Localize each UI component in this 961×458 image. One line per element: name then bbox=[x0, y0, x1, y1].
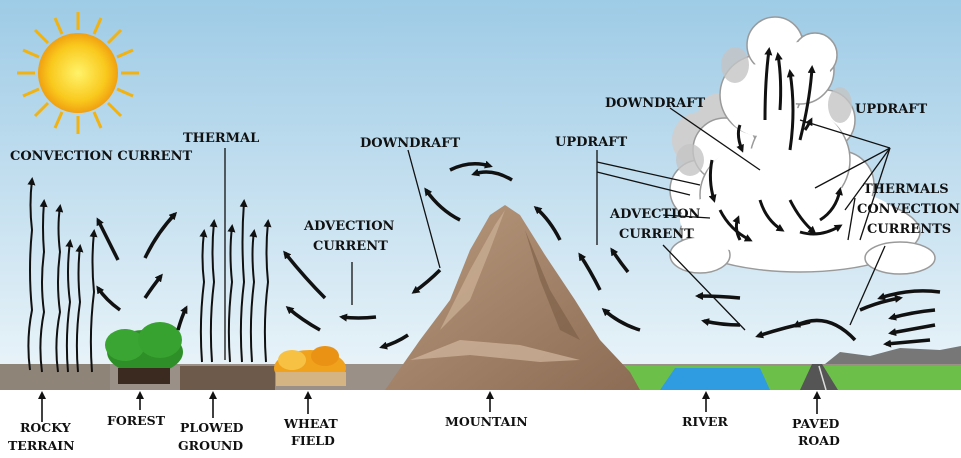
label-paved: PAVED bbox=[792, 416, 840, 431]
label-ground: GROUND bbox=[178, 438, 243, 453]
label-wheat: WHEAT bbox=[283, 416, 338, 431]
label-thermal: THERMAL bbox=[183, 131, 259, 146]
cloud-updraft-arrows bbox=[708, 47, 843, 242]
circulation-arrows bbox=[96, 160, 941, 350]
label-terrain: TERRAIN bbox=[8, 438, 75, 453]
label-field: FIELD bbox=[291, 433, 335, 448]
road-lane-line bbox=[818, 365, 827, 391]
label-advection-left: ADVECTION bbox=[303, 219, 395, 234]
mountain bbox=[385, 205, 640, 390]
label-updraft-cloud: UPDRAFT bbox=[855, 102, 928, 117]
plowed-ground bbox=[180, 366, 275, 390]
label-rocky: ROCKY bbox=[20, 420, 72, 435]
label-downdraft-cloud: DOWNDRAFT bbox=[605, 96, 705, 111]
label-road: ROAD bbox=[798, 433, 840, 448]
paved-road-shape bbox=[800, 364, 838, 390]
label-advection-right: ADVECTION bbox=[609, 207, 701, 222]
cumulus-cloud bbox=[669, 16, 936, 275]
ground-pointer-arrows bbox=[38, 391, 821, 422]
label-downdraft-mountain: DOWNDRAFT bbox=[360, 136, 460, 151]
label-convection-current: CONVECTION CURRENT bbox=[10, 149, 192, 164]
label-currents: CURRENTS bbox=[867, 222, 951, 237]
label-convection: CONVECTION bbox=[857, 202, 960, 217]
label-advection-right-current: CURRENT bbox=[619, 227, 694, 242]
thermal-arrows bbox=[27, 177, 272, 373]
label-updraft-mountain: UPDRAFT bbox=[555, 135, 628, 150]
leader-lines bbox=[224, 107, 891, 360]
label-advection-left-current: CURRENT bbox=[313, 239, 388, 254]
label-plowed: PLOWED bbox=[180, 420, 244, 435]
river-shape bbox=[660, 368, 770, 390]
forest-trees bbox=[105, 322, 183, 384]
bottom-white bbox=[0, 388, 961, 453]
label-river: RIVER bbox=[682, 414, 728, 429]
wheat-field bbox=[274, 346, 346, 386]
label-mountain: MOUNTAIN bbox=[445, 414, 528, 429]
label-thermals: THERMALS bbox=[863, 182, 949, 197]
label-forest: FOREST bbox=[107, 413, 166, 428]
rocky-terrain-ground bbox=[0, 364, 110, 390]
sun-icon bbox=[17, 12, 139, 134]
